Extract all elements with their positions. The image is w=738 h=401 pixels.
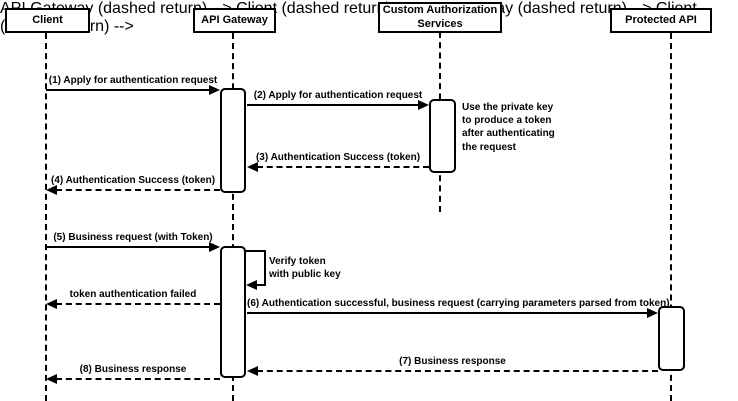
message-1-arrowhead [209, 85, 220, 95]
participant-api-gateway: API Gateway [193, 8, 276, 33]
message-8-line [56, 378, 220, 380]
self-message-label: Verify token with public key [269, 256, 341, 281]
lifeline-gateway [232, 33, 234, 401]
message-1-label: (1) Apply for authentication request [48, 75, 218, 86]
message-6-label: (6) Authentication successful, business … [247, 298, 670, 309]
message-4-arrowhead [46, 185, 57, 195]
message-2-arrowhead [418, 100, 429, 110]
message-3-label: (3) Authentication Success (token) [255, 152, 421, 163]
message-1-line [46, 89, 210, 91]
message-fail-line [56, 303, 220, 305]
message-5-line [46, 246, 210, 248]
note-private-key: Use the private key to produce a token a… [462, 102, 555, 153]
message-7-line [257, 370, 658, 372]
participant-protected-api: Protected API [610, 8, 712, 33]
message-6-arrowhead [647, 308, 658, 318]
participant-custom-authorization-services: Custom Authorization Services [378, 2, 502, 33]
participant-client-label: Client [32, 13, 63, 26]
message-8-label: (8) Business response [79, 364, 187, 375]
activation-protected-api [658, 306, 685, 371]
lifeline-protected [670, 33, 672, 401]
lifeline-client [45, 33, 47, 401]
message-2-line [247, 104, 419, 106]
message-2-label: (2) Apply for authentication request [253, 90, 423, 101]
self-message-vertical-line [264, 250, 266, 285]
self-message-arrowhead [246, 280, 257, 290]
message-fail-arrowhead [46, 299, 57, 309]
activation-gateway-auth [220, 88, 246, 193]
message-fail-label: token authentication failed [69, 289, 197, 300]
message-3-arrowhead [247, 162, 258, 172]
message-3-line [257, 166, 429, 168]
message-5-label: (5) Business request (with Token) [53, 232, 213, 243]
activation-authsvc [429, 99, 456, 173]
message-6-line [247, 312, 648, 314]
message-8-arrowhead [46, 374, 57, 384]
message-4-line [56, 189, 220, 191]
participant-api-gateway-label: API Gateway [201, 13, 268, 26]
self-message-bottom-line [255, 284, 266, 286]
activation-gateway-business [220, 246, 246, 378]
participant-client: Client [5, 8, 90, 33]
participant-custom-authorization-services-label: Custom Authorization Services [382, 3, 498, 30]
message-4-label: (4) Authentication Success (token) [50, 175, 216, 186]
message-5-arrowhead [209, 242, 220, 252]
message-7-arrowhead [247, 366, 258, 376]
self-message-top-line [246, 250, 266, 252]
message-7-label: (7) Business response [399, 356, 506, 367]
participant-protected-api-label: Protected API [625, 13, 697, 26]
